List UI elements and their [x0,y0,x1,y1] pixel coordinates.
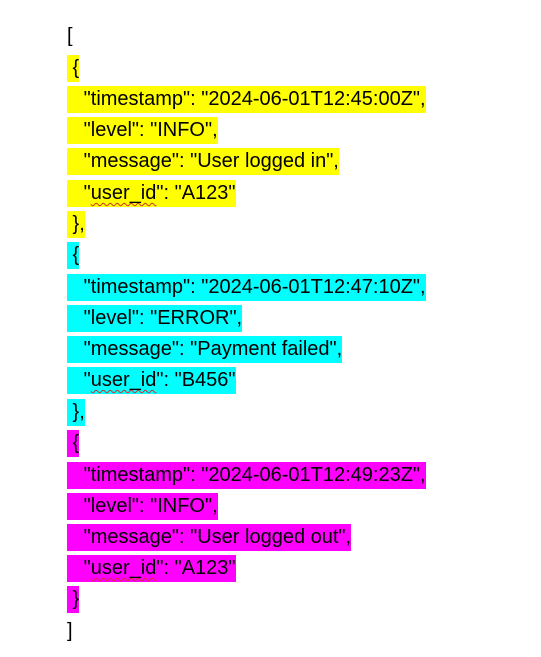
close-bracket: ] [67,620,73,642]
entry-2-userid-line: "user_id": "B456" [67,367,236,394]
entry-3-timestamp-line: "timestamp": "2024-06-01T12:49:23Z", [67,462,426,489]
entry-2-open-brace: { [67,242,80,269]
entry-2-message-line: "message": "Payment failed", [67,336,343,363]
entry-1-userid-line: "user_id": "A123" [67,180,236,207]
entry-1-close-brace: }, [67,211,85,238]
entry-1-timestamp-line: "timestamp": "2024-06-01T12:45:00Z", [67,86,426,113]
entry-1-message-line: "message": "User logged in", [67,148,339,175]
entry-2-timestamp-line: "timestamp": "2024-06-01T12:47:10Z", [67,274,426,301]
entry-3-open-brace: { [67,430,80,457]
spellcheck-underline: user_id [90,369,157,391]
entry-2-close-brace: }, [67,399,85,426]
entry-3-userid-line: "user_id": "A123" [67,555,236,582]
entry-2-level-line: "level": "ERROR", [67,305,243,332]
spellcheck-underline: user_id [90,557,157,579]
entry-1-level-line: "level": "INFO", [67,117,218,144]
entry-3-level-line: "level": "INFO", [67,493,218,520]
entry-1-open-brace: { [67,55,80,82]
entry-3-message-line: "message": "User logged out", [67,524,352,551]
open-bracket: [ [67,25,73,47]
spellcheck-underline: user_id [90,182,157,204]
entry-3-close-brace: } [67,586,80,613]
